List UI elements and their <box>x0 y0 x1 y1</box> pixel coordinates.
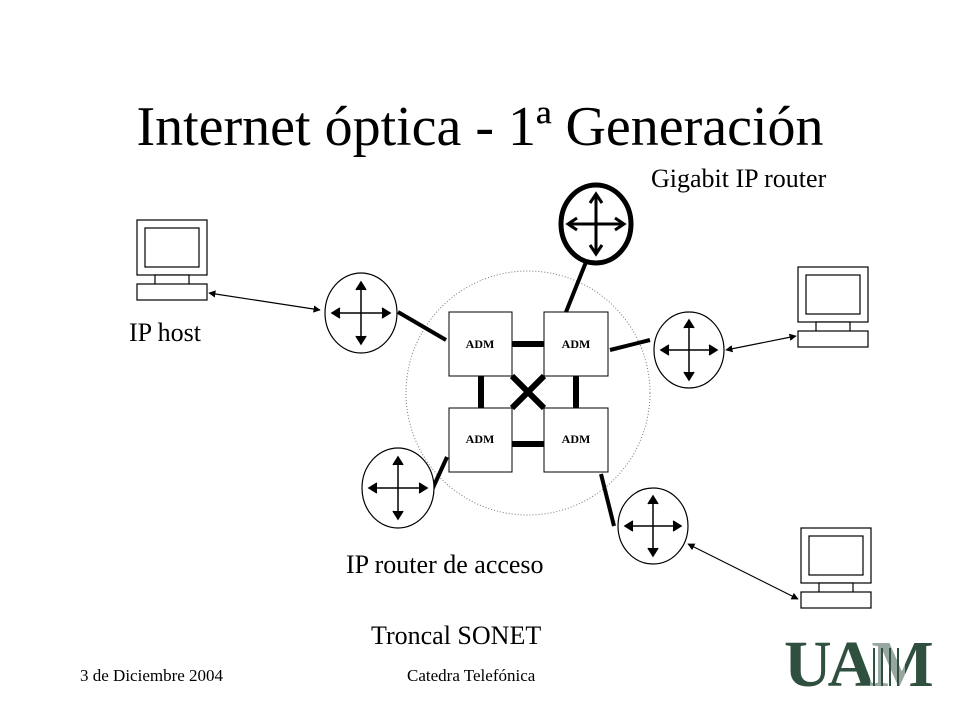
sonet-ring <box>405 270 651 516</box>
access-router-icon <box>324 272 398 354</box>
adm-top-right-label: ADM <box>562 337 591 351</box>
adm-top-left-label: ADM <box>466 337 495 351</box>
ip-host-label: IP host <box>129 318 201 347</box>
footer-date: 3 de Diciembre 2004 <box>80 666 224 685</box>
access-router-icon <box>361 447 435 529</box>
slide-title: Internet óptica - 1ª Generación <box>136 96 824 158</box>
adm-bottom-right: ADM <box>543 407 609 473</box>
access-router-label: IP router de acceso <box>346 550 544 579</box>
router-adm-links <box>396 261 651 527</box>
host-router-links <box>208 290 799 600</box>
svg-text:UAM: UAM <box>784 628 932 701</box>
host-computer-icon <box>797 266 869 348</box>
sonet-trunk-label: Troncal SONET <box>371 621 542 650</box>
access-router-icon <box>653 311 725 389</box>
ip-host-computer-icon <box>136 219 208 301</box>
host-computer-icon <box>800 527 872 609</box>
gigabit-router-icon <box>558 182 634 266</box>
adm-bottom-right-label: ADM <box>562 432 591 446</box>
adm-bottom-left-label: ADM <box>466 432 495 446</box>
adm-interconnects <box>478 341 579 447</box>
access-router-icon <box>617 487 689 565</box>
adm-bottom-left: ADM <box>448 407 513 473</box>
adm-top-left: ADM <box>448 311 513 377</box>
uam-logo: UAM <box>784 628 936 701</box>
adm-top-right: ADM <box>543 311 609 377</box>
gigabit-router-label: Gigabit IP router <box>651 164 827 193</box>
footer-center: Catedra Telefónica <box>407 666 536 685</box>
